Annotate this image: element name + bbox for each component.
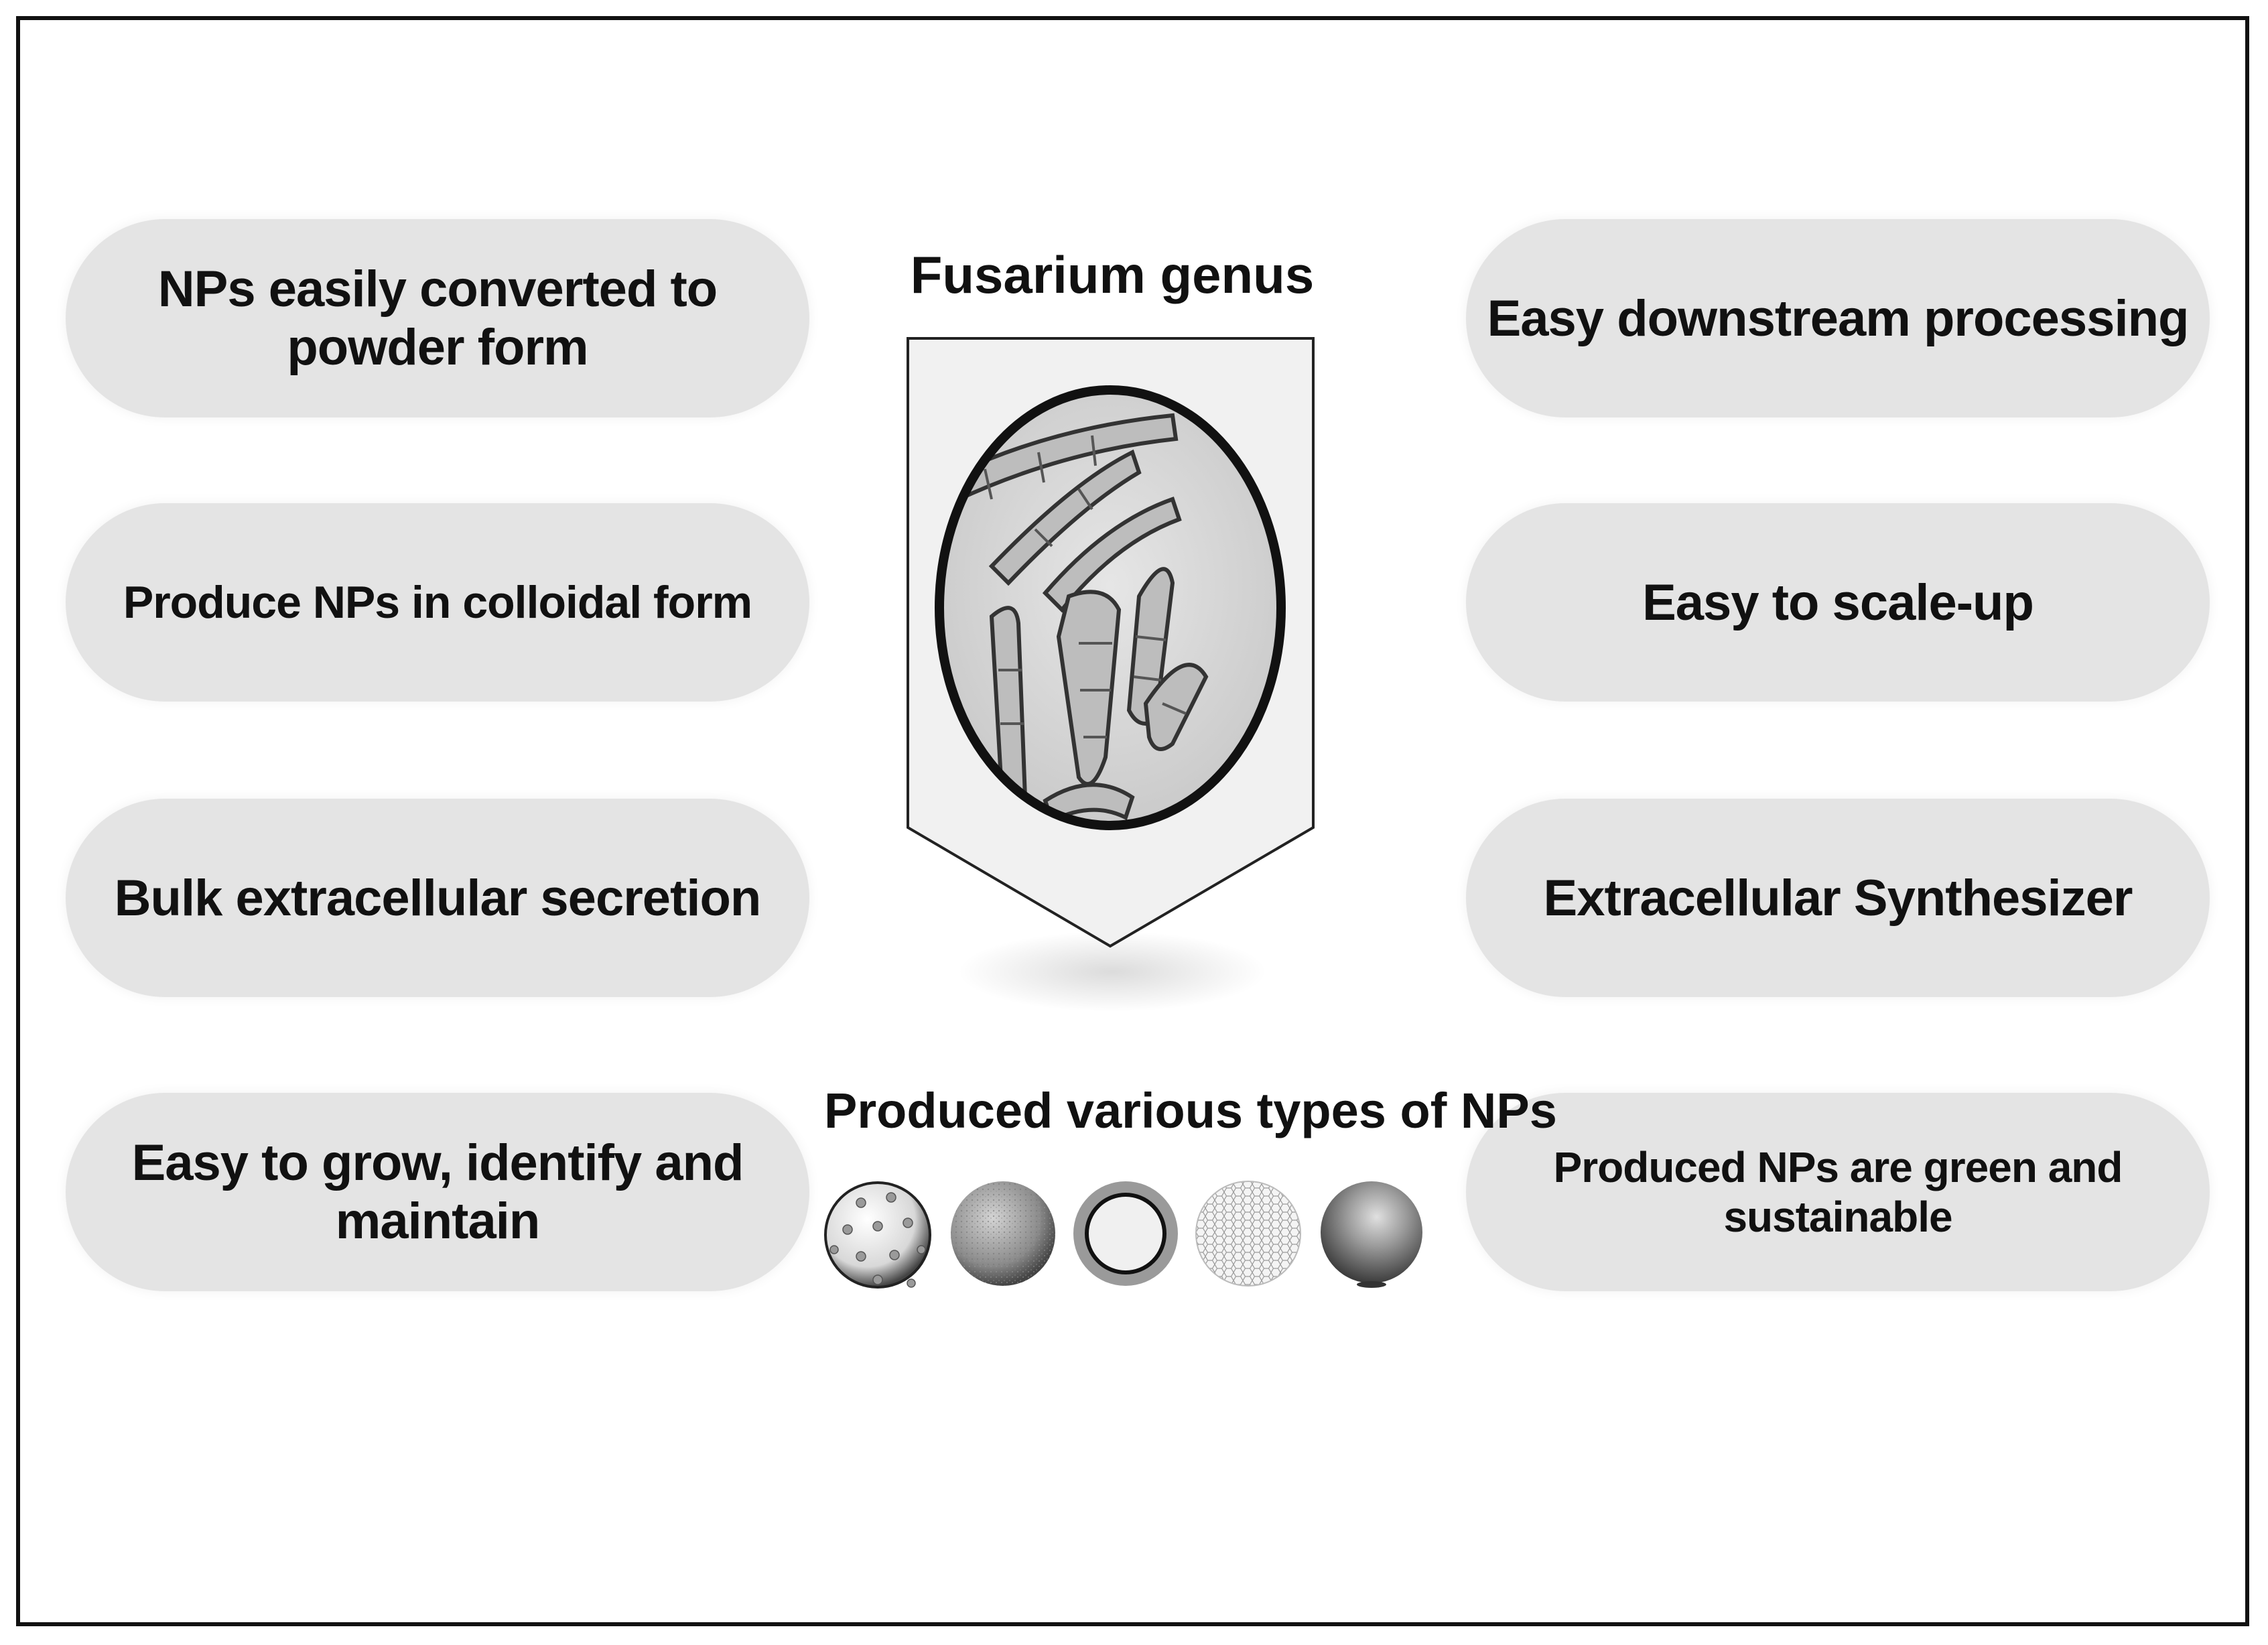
- right-item-1-label: Easy downstream processing: [1487, 289, 2190, 347]
- right-item-4-label: Produced NPs are green and sustainable: [1553, 1143, 2123, 1241]
- textured-sphere-icon: [951, 1181, 1055, 1286]
- right-item-3: Extracellular Synthesizer: [1466, 799, 2210, 997]
- hexagon-mesh-sphere-icon: [1195, 1181, 1301, 1287]
- fungus-micrograph-icon: [935, 385, 1286, 830]
- right-item-3-label: Extracellular Synthesizer: [1543, 869, 2133, 927]
- left-item-2: Produce NPs in colloidal form: [66, 503, 809, 702]
- dotted-sphere-icon: [824, 1181, 931, 1289]
- ring-sphere-icon: [1073, 1181, 1178, 1286]
- left-item-3: Bulk extracellular secretion: [66, 799, 809, 997]
- right-item-1: Easy downstream processing: [1466, 219, 2210, 417]
- np-spheres: [824, 1181, 1422, 1289]
- left-item-1: NPs easily converted to powder form: [66, 219, 809, 417]
- solid-sphere-icon: [1321, 1181, 1422, 1288]
- right-item-2: Easy to scale-up: [1466, 503, 2210, 702]
- right-item-2-label: Easy to scale-up: [1642, 574, 2034, 631]
- left-item-4: Easy to grow, identify and maintain: [66, 1093, 809, 1291]
- left-item-2-label: Produce NPs in colloidal form: [123, 577, 752, 628]
- fusarium-badge: [907, 337, 1315, 1012]
- left-item-1-label: NPs easily converted to powder form: [157, 261, 718, 376]
- right-item-4: Produced NPs are green and sustainable: [1466, 1093, 2210, 1291]
- left-item-4-label: Easy to grow, identify and maintain: [131, 1134, 744, 1250]
- left-item-3-label: Bulk extracellular secretion: [114, 869, 762, 927]
- center-title: Fusarium genus: [910, 245, 1315, 304]
- np-types-label: Produced various types of NPs: [824, 1083, 1557, 1138]
